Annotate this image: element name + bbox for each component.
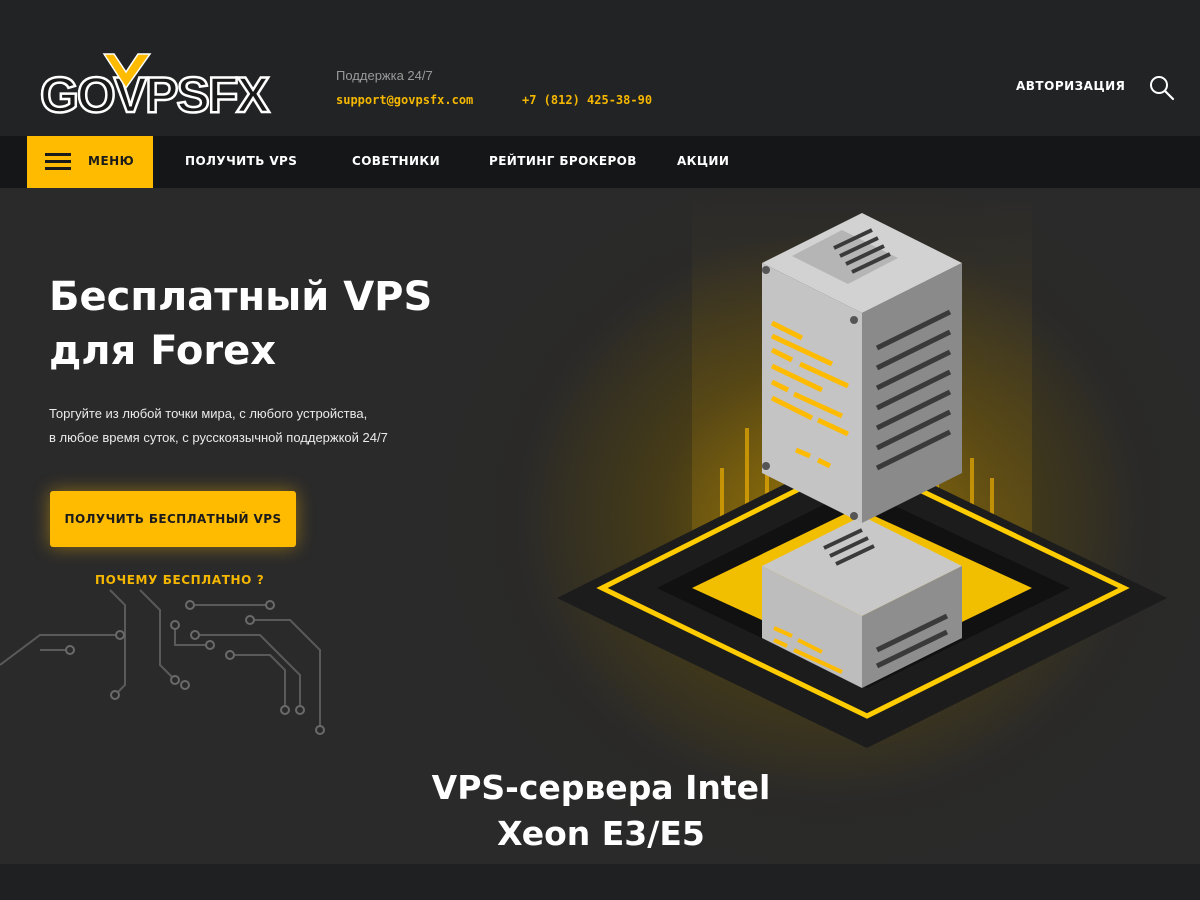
hero-title-line-2: для Forex [49, 328, 277, 374]
bottom-strip [0, 864, 1200, 900]
search-icon[interactable] [1148, 74, 1176, 102]
nav-item-promotions[interactable]: АКЦИИ [677, 154, 730, 168]
nav-item-advisors[interactable]: СОВЕТНИКИ [352, 154, 441, 168]
menu-button[interactable]: МЕНЮ [27, 136, 153, 188]
menu-label: МЕНЮ [88, 154, 135, 168]
support-phone-link[interactable]: +7 (812) 425-38-90 [522, 93, 653, 107]
main-nav [0, 136, 1200, 188]
section-title: VPS-сервера Intel Xeon E3/E5 [396, 765, 806, 857]
top-header [0, 0, 1200, 136]
circuit-decoration [0, 589, 325, 735]
logo-text: GOVPSFX [40, 67, 269, 120]
hero-subtitle-line-2: в любое время суток, с русскоязычной под… [49, 430, 388, 445]
support-title: Поддержка 24/7 [336, 68, 433, 83]
logo[interactable]: GOVPSFX [38, 50, 278, 120]
server-illustration [557, 188, 1167, 748]
hero-subtitle-line-1: Торгуйте из любой точки мира, с любого у… [49, 406, 368, 421]
get-free-vps-button[interactable]: ПОЛУЧИТЬ БЕСПЛАТНЫЙ VPS [50, 491, 296, 547]
logo-chevron-icon [102, 53, 152, 90]
hero-title-line-1: Бесплатный VPS [49, 274, 433, 320]
nav-item-get-vps[interactable]: ПОЛУЧИТЬ VPS [185, 154, 298, 168]
nav-item-broker-rating[interactable]: РЕЙТИНГ БРОКЕРОВ [489, 154, 637, 168]
support-email-link[interactable]: support@govpsfx.com [336, 93, 474, 107]
hero-title: Бесплатный VPS для Forex [49, 270, 569, 378]
why-free-link[interactable]: ПОЧЕМУ БЕСПЛАТНО ? [95, 573, 265, 587]
hamburger-icon [45, 153, 71, 171]
section-title-line-1: VPS-сервера Intel [431, 768, 771, 807]
hero-subtitle: Торгуйте из любой точки мира, с любого у… [49, 402, 569, 450]
section-title-line-2: Xeon E3/E5 [497, 814, 705, 853]
auth-link[interactable]: АВТОРИЗАЦИЯ [1016, 79, 1126, 93]
